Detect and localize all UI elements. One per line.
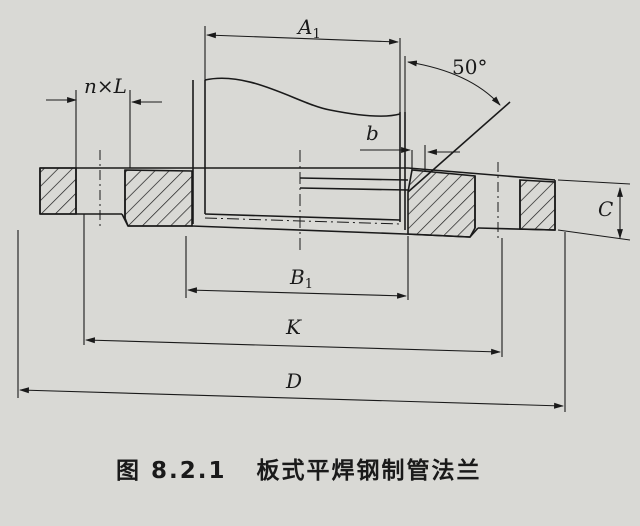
bolt-hole-right bbox=[474, 162, 521, 240]
label-K: K bbox=[285, 315, 302, 339]
figure-caption: 图 8.2.1 板式平焊钢制管法兰 bbox=[116, 457, 482, 484]
label-B1: B1 bbox=[289, 265, 313, 292]
weld-bevel-line bbox=[407, 101, 511, 193]
label-angle: 50° bbox=[452, 55, 487, 79]
flange-plate bbox=[39, 167, 556, 238]
hatched-section-right bbox=[407, 169, 556, 238]
label-C: C bbox=[598, 197, 613, 221]
label-nL: n×L bbox=[84, 74, 127, 98]
bolt-hole-left bbox=[75, 150, 126, 230]
dimension-B1 bbox=[187, 287, 407, 299]
label-D: D bbox=[285, 369, 302, 393]
dimension-K bbox=[85, 337, 501, 355]
dimension-D bbox=[19, 387, 564, 409]
label-b: b bbox=[366, 121, 379, 145]
extension-lines bbox=[17, 26, 631, 412]
label-A1: A1 bbox=[296, 15, 321, 42]
dimension-angle bbox=[407, 60, 501, 106]
dimension-A1 bbox=[206, 32, 399, 45]
pipe bbox=[192, 77, 409, 250]
hatched-section-left bbox=[39, 167, 193, 227]
